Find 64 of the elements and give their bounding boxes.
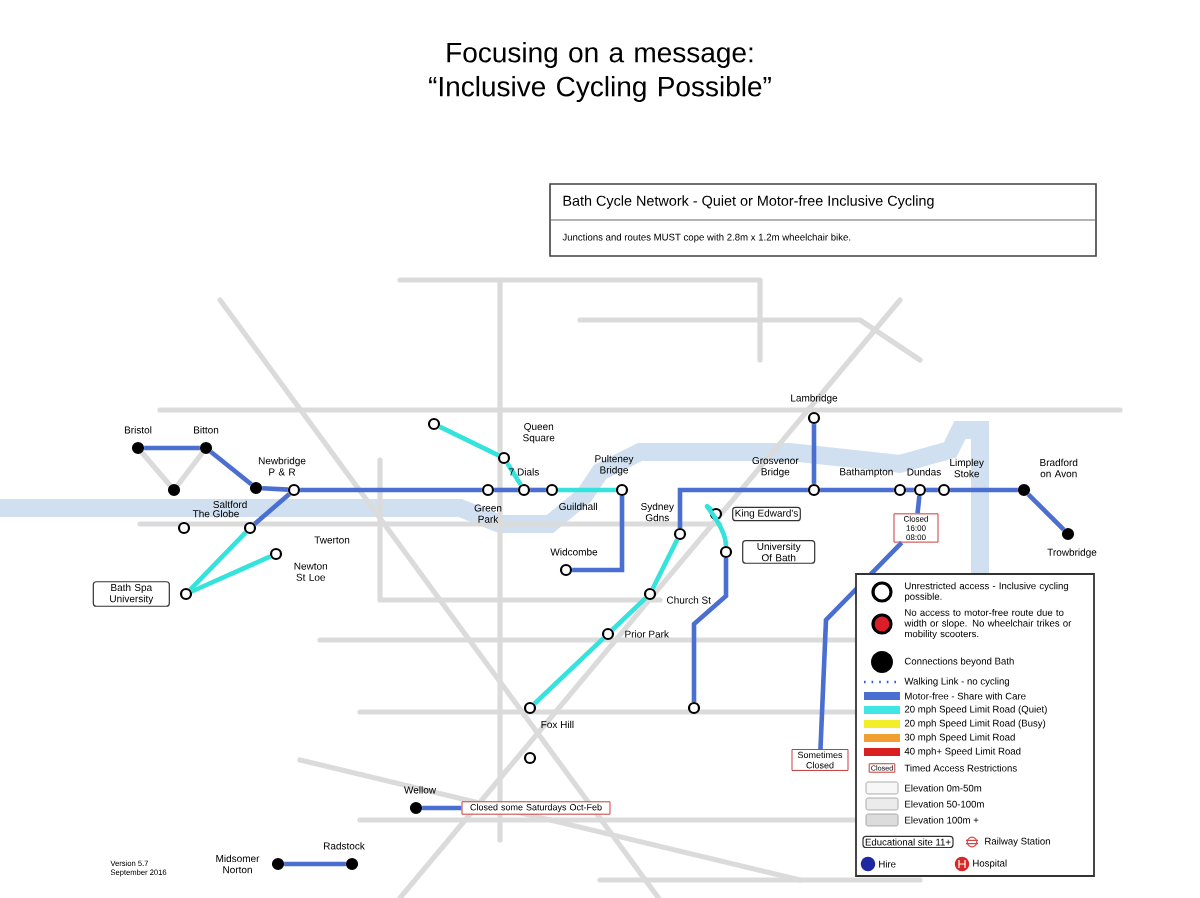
route-line — [253, 492, 291, 526]
station-marker — [179, 587, 193, 601]
route-line — [530, 487, 546, 493]
station-marker — [545, 483, 559, 497]
station-marker — [913, 483, 927, 497]
station-marker — [719, 545, 733, 559]
station-marker — [271, 857, 285, 871]
station-marker — [523, 751, 537, 765]
route-line — [610, 596, 648, 632]
route-line — [188, 530, 248, 592]
station-marker — [249, 481, 263, 495]
station-marker — [1061, 527, 1075, 541]
station-marker — [409, 801, 423, 815]
station-marker — [199, 441, 213, 455]
station-marker — [287, 483, 301, 497]
station-marker — [1017, 483, 1031, 497]
station-marker — [559, 563, 573, 577]
station-marker — [601, 627, 615, 641]
station-marker — [523, 701, 537, 715]
route-line — [572, 496, 625, 573]
route-line — [677, 487, 808, 528]
station-marker — [807, 411, 821, 425]
route-line — [494, 487, 518, 493]
route-line — [438, 424, 500, 458]
route-line — [818, 541, 904, 750]
route-line — [820, 487, 894, 493]
route-line — [300, 487, 482, 493]
route-line — [505, 461, 523, 487]
station-marker — [937, 483, 951, 497]
station-marker — [615, 483, 629, 497]
station-marker — [131, 441, 145, 455]
route-line — [650, 538, 680, 590]
route-line — [144, 445, 200, 451]
station-marker — [167, 483, 181, 497]
route-line — [811, 424, 817, 484]
route-line — [558, 487, 616, 493]
title: Focusing on a message: “Inclusive Cycling Possible” — [429, 41, 771, 103]
station-marker — [269, 547, 283, 561]
route-line — [422, 805, 462, 811]
route-line — [926, 487, 938, 493]
route-line — [906, 487, 914, 493]
route-line — [284, 861, 346, 867]
route-line — [1026, 492, 1066, 532]
route-line — [705, 504, 729, 547]
station-marker — [345, 857, 359, 871]
station-marker — [643, 587, 657, 601]
station-marker — [893, 483, 907, 497]
station-marker — [517, 483, 531, 497]
station-marker — [807, 483, 821, 497]
route-line — [532, 636, 606, 706]
route-line — [950, 487, 1018, 493]
station-marker — [243, 521, 257, 535]
route-line — [691, 558, 729, 702]
station-marker — [177, 521, 191, 535]
station-marker — [687, 701, 701, 715]
route-line — [190, 554, 272, 594]
route-line — [915, 495, 922, 514]
station-marker — [709, 507, 723, 521]
route-line — [209, 450, 253, 486]
station-marker — [497, 451, 511, 465]
station-marker — [673, 527, 687, 541]
station-marker — [481, 483, 495, 497]
route-line — [261, 486, 289, 492]
station-marker — [427, 417, 441, 431]
